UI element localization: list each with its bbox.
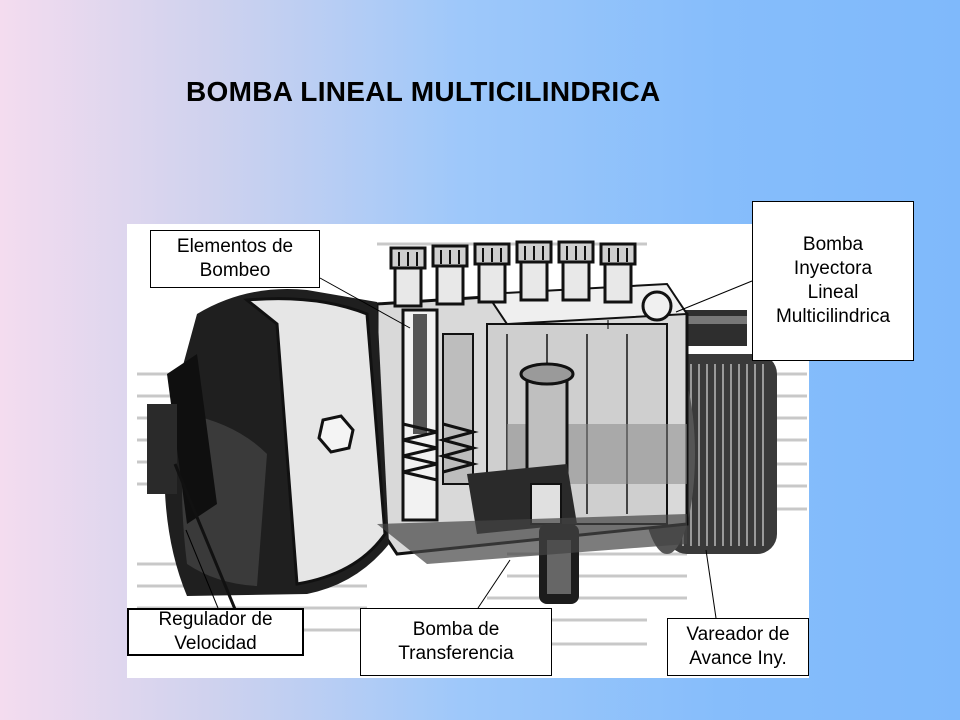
label-regulador-de-velocidad: Regulador de Velocidad — [127, 608, 304, 656]
slide-title: BOMBA LINEAL MULTICILINDRICA — [186, 76, 661, 107]
label-elementos-de-bombeo: Elementos de Bombeo — [150, 230, 320, 288]
delivery-valves — [389, 240, 637, 308]
pump-illustration — [137, 240, 807, 646]
label-vareador-de-avance: Vareador de Avance Iny. — [667, 618, 809, 676]
label-bomba-inyectora: Bomba Inyectora Lineal Multicilindrica — [752, 201, 914, 361]
label-bomba-de-transferencia: Bomba de Transferencia — [360, 608, 552, 676]
governor-housing — [147, 289, 389, 615]
pumping-element-cutaway — [401, 308, 479, 522]
